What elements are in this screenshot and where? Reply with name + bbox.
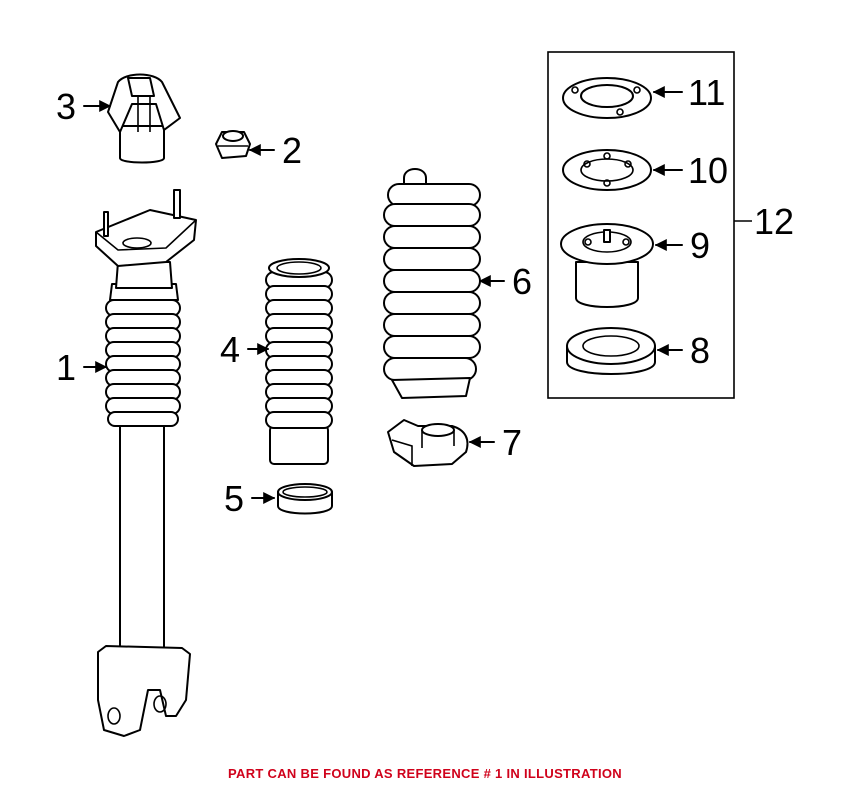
bump-stop-cap-part	[107, 73, 181, 164]
ring-part	[277, 483, 333, 515]
callout-8: 8	[690, 330, 710, 371]
reference-note: PART CAN BE FOUND AS REFERENCE # 1 IN IL…	[228, 766, 622, 781]
callout-3: 3	[56, 86, 76, 127]
callout-10: 10	[688, 150, 728, 191]
coil-spring-part	[383, 168, 481, 399]
callout-7: 7	[502, 422, 522, 463]
callout-4: 4	[220, 329, 240, 370]
spring-seat-part	[387, 419, 469, 467]
strut-mount-part	[560, 223, 654, 308]
leader-lines	[83, 86, 752, 504]
shock-absorber-part	[95, 189, 197, 737]
dust-boot-part	[265, 258, 333, 465]
callout-2: 2	[282, 130, 302, 171]
callout-12: 12	[754, 201, 794, 242]
callout-11: 11	[688, 72, 725, 113]
callout-9: 9	[690, 225, 710, 266]
callout-1: 1	[56, 347, 76, 388]
group-12-box	[547, 51, 735, 399]
top-plate-part	[562, 77, 652, 119]
callout-5: 5	[224, 478, 244, 519]
callout-labels: 1 2 3 4 5 6 7 8 9 10 11 12	[56, 72, 794, 519]
insulator-plate-part	[562, 149, 652, 191]
nut-part	[215, 130, 251, 159]
spring-pad-part	[566, 327, 656, 375]
callout-6: 6	[512, 261, 532, 302]
